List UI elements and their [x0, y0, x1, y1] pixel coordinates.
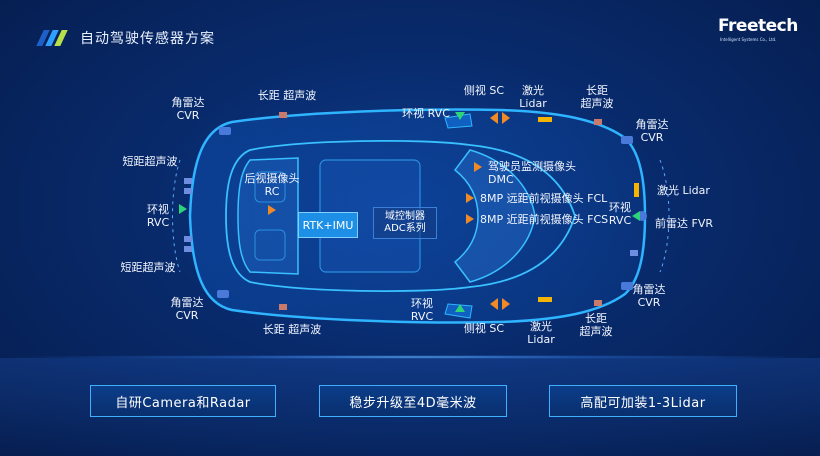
feature-camera-radar: 自研Camera和Radar	[90, 385, 276, 417]
label-dmc: 驾驶员监测摄像头 DMC	[488, 160, 576, 186]
label-rvc-left: 环视 RVC	[146, 203, 170, 229]
label-rvc-bottom: 环视 RVC	[410, 297, 434, 323]
radar-icon	[217, 127, 647, 298]
seat	[254, 171, 286, 203]
title-bar: 自动驾驶传感器方案	[36, 26, 215, 50]
lidar-icon	[538, 117, 639, 302]
label-rvc-top: 环视 RVC	[402, 107, 450, 120]
company-logo: Freetech Intelligent Systems Co., Ltd.	[718, 16, 802, 46]
label-lidar-front: 激光 Lidar	[657, 184, 710, 197]
label-long-ultrasonic-top: 长距 超声波	[257, 89, 317, 102]
page-title: 自动驾驶传感器方案	[80, 31, 215, 47]
feature-lidar: 高配可加装1-3Lidar	[549, 385, 737, 417]
ultrasonic-icon	[184, 178, 638, 256]
ultrasonic-icon	[279, 112, 602, 310]
label-cvr-bottom-left: 角雷达 CVR	[170, 296, 204, 322]
label-long-ultrasonic-bottom-right: 长距 超声波	[579, 312, 613, 338]
label-lidar-top: 激光 Lidar	[519, 84, 547, 110]
label-rvc-front: 环视 RVC	[608, 201, 632, 227]
rtk-imu-box: RTK+IMU	[298, 212, 358, 238]
label-cvr-bottom-right: 角雷达 CVR	[632, 283, 666, 309]
glow-divider	[0, 355, 820, 359]
adc-label-line1: 域控制器	[385, 211, 425, 222]
camera-icon	[268, 112, 510, 310]
label-cvr-top-right: 角雷达 CVR	[635, 118, 669, 144]
label-lidar-bottom: 激光 Lidar	[527, 320, 555, 346]
label-long-ultrasonic-top-right: 长距 超声波	[580, 84, 614, 110]
label-long-ultrasonic-bottom: 长距 超声波	[262, 323, 322, 336]
car-cabin	[225, 139, 576, 293]
camera-icon	[179, 112, 640, 312]
label-fcl: 8MP 远距前视摄像头 FCL	[480, 192, 608, 205]
label-short-ultrasonic-top: 短距超声波	[122, 155, 178, 168]
label-side-camera-top: 侧视 SC	[463, 84, 505, 97]
adc-label-line2: ADC系列	[384, 223, 426, 234]
rear-window	[237, 157, 299, 275]
label-short-ultrasonic-bottom: 短距超声波	[120, 261, 176, 274]
label-rear-camera: 后视摄像头 RC	[244, 172, 300, 198]
feature-4d-radar: 稳步升级至4D毫米波	[319, 385, 507, 417]
label-cvr-top-left: 角雷达 CVR	[171, 96, 205, 122]
label-fcs: 8MP 近距前视摄像头 FCS	[480, 213, 609, 226]
label-side-camera-bottom: 侧视 SC	[463, 322, 505, 335]
seat	[254, 229, 286, 261]
detection-arc	[172, 159, 181, 273]
label-fvr: 前雷达 FVR	[655, 217, 713, 230]
windshield	[453, 149, 536, 283]
adc-box: 域控制器 ADC系列	[373, 207, 437, 239]
logo-wordmark: Freetech	[718, 16, 798, 36]
logo-subtitle: Intelligent Systems Co., Ltd.	[720, 37, 777, 42]
detection-arc	[659, 159, 670, 273]
